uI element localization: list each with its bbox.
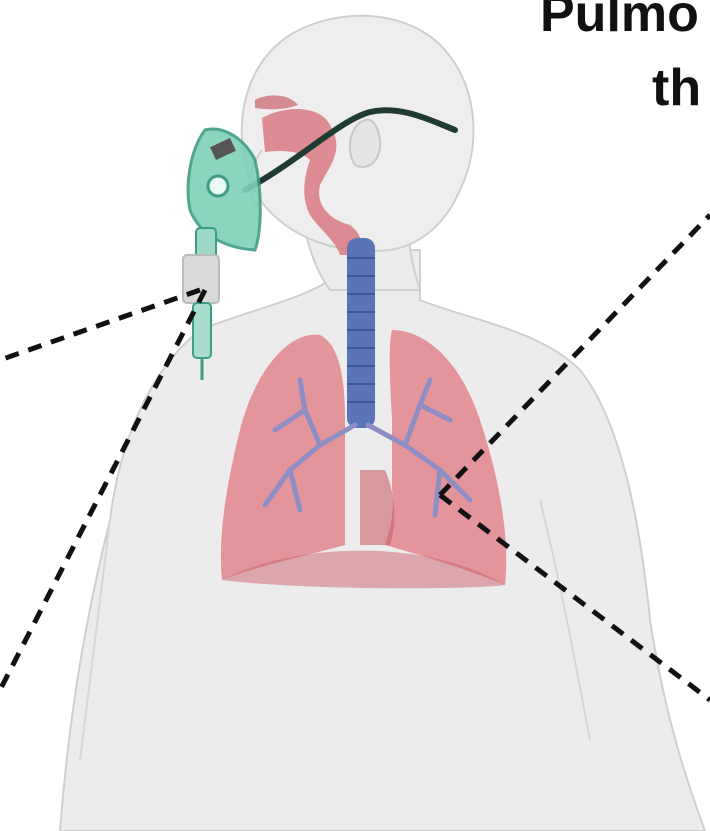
trachea-icon	[347, 238, 375, 428]
title-line-2: th	[652, 62, 701, 114]
title-line-1: Pulmo	[540, 0, 699, 40]
human-body	[60, 16, 705, 831]
heart-notch	[360, 470, 394, 545]
leader-line-left-upper	[0, 290, 200, 360]
oxygen-mask-icon	[188, 129, 260, 258]
